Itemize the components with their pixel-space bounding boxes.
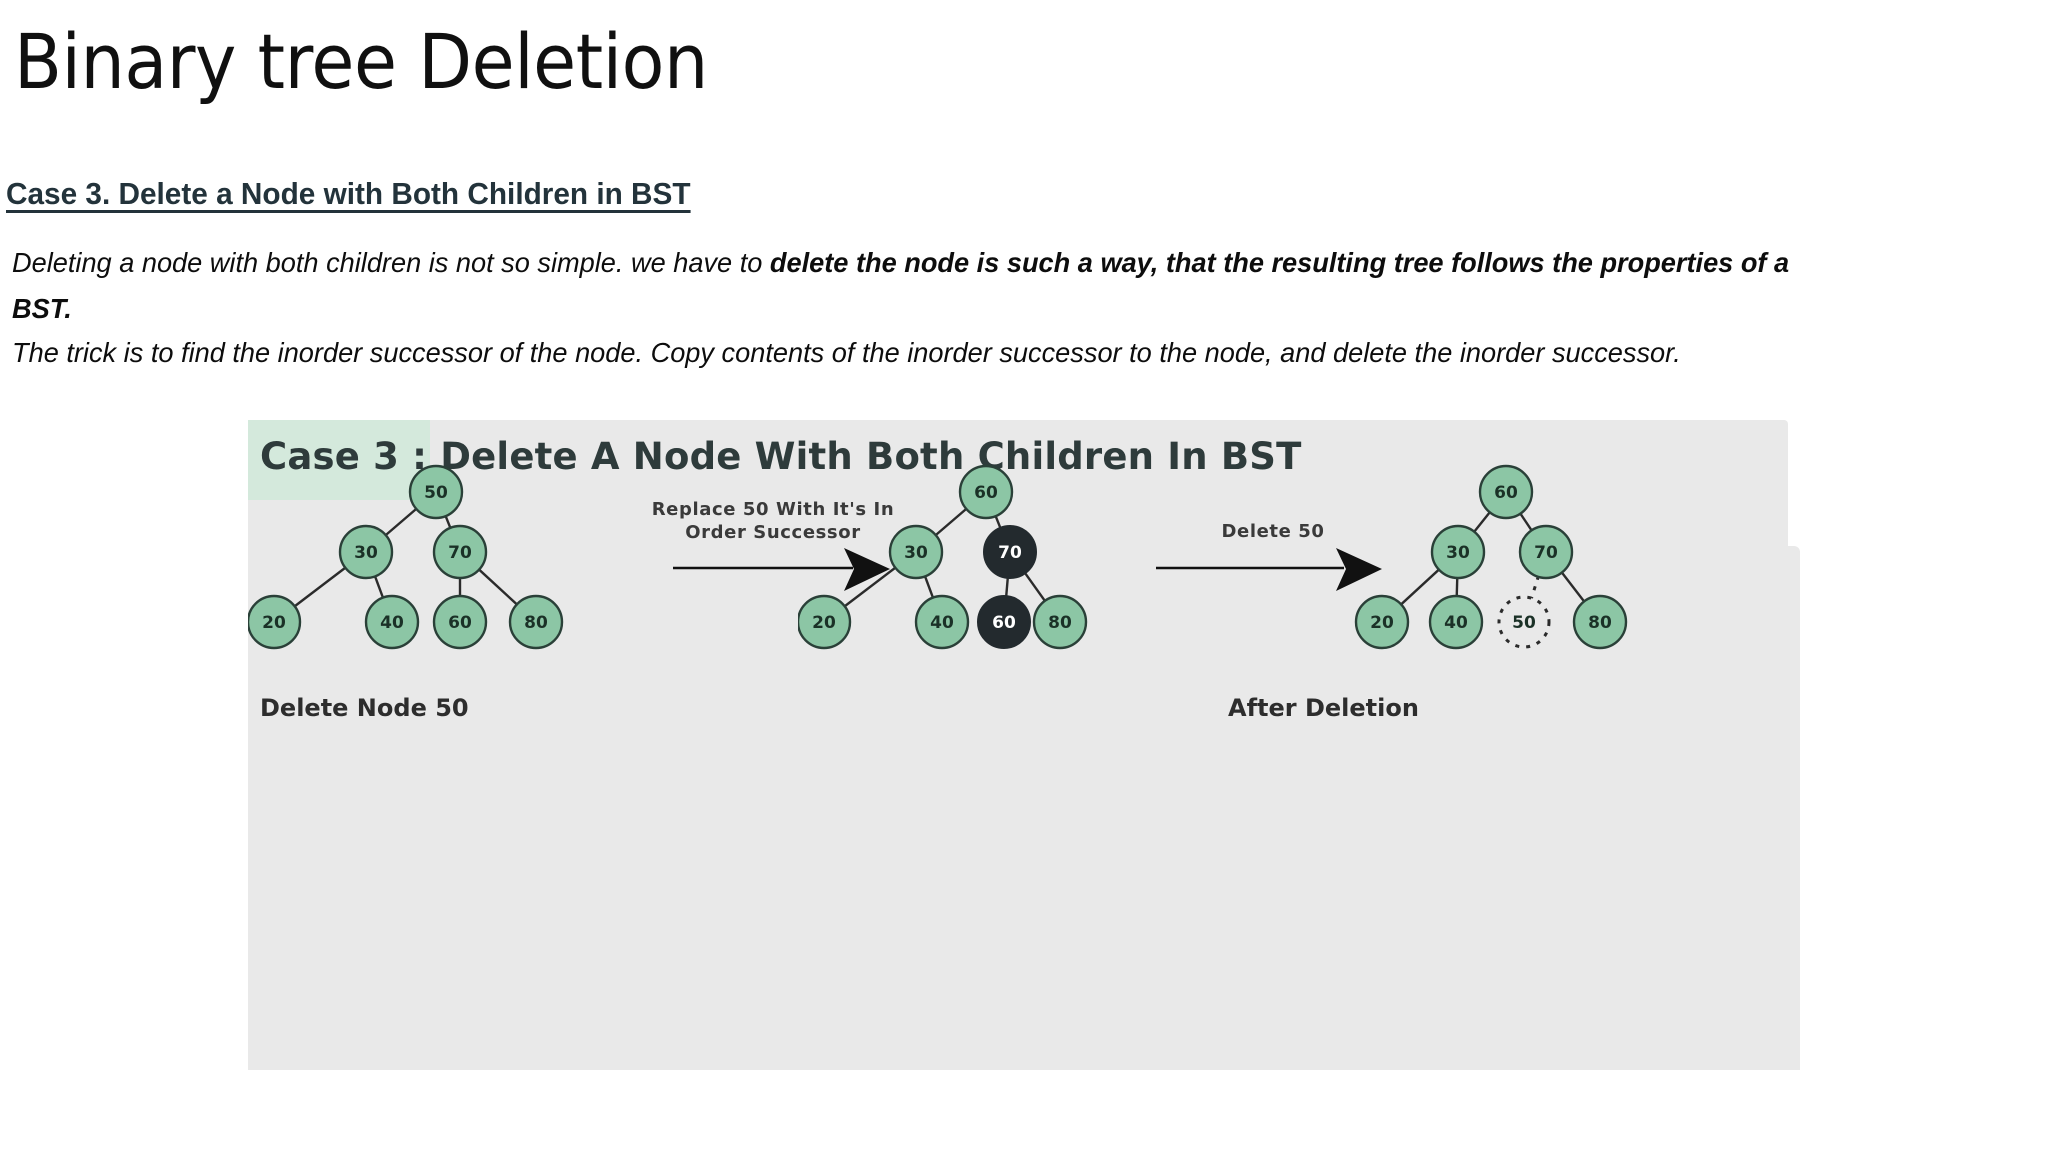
figure-captions: Delete Node 50 After Deletion xyxy=(248,420,1800,1070)
tree-after-deletion: 60 30 70 20 40 50 80 xyxy=(1318,420,1778,1070)
tree-node-80[interactable] xyxy=(1572,594,1628,650)
tree-edge xyxy=(843,566,897,608)
paragraph-one: Deleting a node with both children is no… xyxy=(12,240,1855,332)
tree-edge xyxy=(373,575,385,599)
tree-node-label: 60 xyxy=(992,613,1016,633)
tree-edge xyxy=(1529,575,1540,600)
tree-1-nodes: 50 30 70 20 40 60 80 xyxy=(248,464,564,650)
case-highlight-block xyxy=(248,420,430,500)
tree-node-80[interactable] xyxy=(1032,594,1088,650)
tree-node-label: 20 xyxy=(812,613,836,633)
tree-node-label: 80 xyxy=(524,613,548,633)
tree-node-label: 50 xyxy=(424,483,448,503)
tree-node-label: 30 xyxy=(354,543,378,563)
arrow-replace-label-line2: Order Successor xyxy=(685,522,861,543)
tree-3-edges xyxy=(1399,510,1586,606)
tree-node-label: 30 xyxy=(904,543,928,563)
tree-edge xyxy=(934,507,968,537)
tree-edge xyxy=(1472,510,1492,534)
tree-edge xyxy=(384,507,418,537)
figure-panel: Case 3 : Delete A Node With Both Childre… xyxy=(248,420,1800,1070)
tree-3-nodes: 60 30 70 20 40 50 80 xyxy=(1354,464,1628,650)
tree-node-30[interactable] xyxy=(888,524,944,580)
tree-node-label: 40 xyxy=(1444,613,1468,633)
tree-before-deletion-svg: 50 30 70 20 40 60 80 xyxy=(248,464,564,650)
tree-edge xyxy=(1004,576,1010,598)
tree-node-label: 60 xyxy=(448,613,472,633)
tree-edge xyxy=(444,514,452,530)
tree-node-70[interactable] xyxy=(983,525,1037,579)
tree-node-50[interactable] xyxy=(408,464,464,520)
tree-node-label: 60 xyxy=(974,483,998,503)
tree-node-40[interactable] xyxy=(914,594,970,650)
paragraph-one-bold: delete the node is such a way, that the … xyxy=(12,247,1790,324)
tree-node-60[interactable] xyxy=(958,464,1014,520)
tree-node-50[interactable] xyxy=(1497,595,1551,649)
arrow-delete-label: Delete 50 xyxy=(1148,520,1398,543)
tree-edge xyxy=(1560,571,1586,603)
tree-node-40[interactable] xyxy=(1428,594,1484,650)
tree-node-80[interactable] xyxy=(508,594,564,650)
caption-delete-node: Delete Node 50 xyxy=(260,694,469,722)
tree-before-deletion: 50 30 70 20 40 60 80 xyxy=(248,420,678,1070)
tree-after-deletion-svg: 60 30 70 20 40 50 80 xyxy=(1354,464,1628,650)
tree-node-label: 80 xyxy=(1588,613,1612,633)
tree-edge xyxy=(923,575,935,599)
tree-node-label: 20 xyxy=(1370,613,1394,633)
arrow-replace-group: Replace 50 With It's In Order Successor xyxy=(648,420,898,1070)
arrow-replace-label: Replace 50 With It's In Order Successor xyxy=(648,498,898,544)
tree-node-20[interactable] xyxy=(798,594,852,650)
tree-node-label: 70 xyxy=(1534,543,1558,563)
tree-node-60[interactable] xyxy=(977,595,1031,649)
paragraph-two: The trick is to find the inorder success… xyxy=(12,337,1681,368)
tree-edge xyxy=(1023,571,1047,603)
tree-node-label: 50 xyxy=(1512,613,1536,633)
case-heading: Case 3. Delete a Node with Both Children… xyxy=(6,176,691,211)
tree-2-edges xyxy=(843,507,1047,608)
tree-node-label: 30 xyxy=(1446,543,1470,563)
tree-node-label: 40 xyxy=(930,613,954,633)
tree-node-30[interactable] xyxy=(1430,524,1486,580)
tree-edge xyxy=(1399,568,1441,606)
tree-node-label: 40 xyxy=(380,613,404,633)
tree-node-60[interactable] xyxy=(1478,464,1534,520)
tree-edge xyxy=(1518,512,1534,532)
tree-node-70[interactable] xyxy=(1518,524,1574,580)
tree-node-20[interactable] xyxy=(248,594,302,650)
tree-node-label: 20 xyxy=(262,613,286,633)
tree-node-label: 80 xyxy=(1048,613,1072,633)
tree-after-replace: 60 30 70 20 40 60 80 xyxy=(798,420,1228,1070)
tree-node-40[interactable] xyxy=(364,594,420,650)
tree-node-label: 70 xyxy=(998,543,1022,563)
tree-1-edges xyxy=(293,507,519,608)
tree-node-30[interactable] xyxy=(338,524,394,580)
tree-node-20[interactable] xyxy=(1354,594,1410,650)
tree-edge xyxy=(293,566,347,608)
tree-node-70[interactable] xyxy=(432,524,488,580)
arrow-delete-group: Delete 50 xyxy=(1148,420,1398,1070)
tree-node-label: 70 xyxy=(448,543,472,563)
arrow-replace-label-line1: Replace 50 With It's In xyxy=(651,499,895,520)
tree-node-60[interactable] xyxy=(432,594,488,650)
tree-edge xyxy=(477,568,519,606)
tree-edge xyxy=(1455,576,1459,598)
page-title: Binary tree Deletion xyxy=(14,17,708,106)
tree-after-replace-svg: 60 30 70 20 40 60 80 xyxy=(798,464,1088,650)
arrow-replace-icon xyxy=(673,548,890,591)
paragraph-one-plain: Deleting a node with both children is no… xyxy=(12,247,770,278)
tree-node-label: 60 xyxy=(1494,483,1518,503)
caption-after-deletion: After Deletion xyxy=(1228,694,1419,722)
arrow-delete-icon xyxy=(1156,548,1382,591)
tree-edge xyxy=(994,514,1002,530)
arrow-delete-label-line1: Delete 50 xyxy=(1221,521,1325,542)
tree-2-nodes: 60 30 70 20 40 60 80 xyxy=(798,464,1088,650)
